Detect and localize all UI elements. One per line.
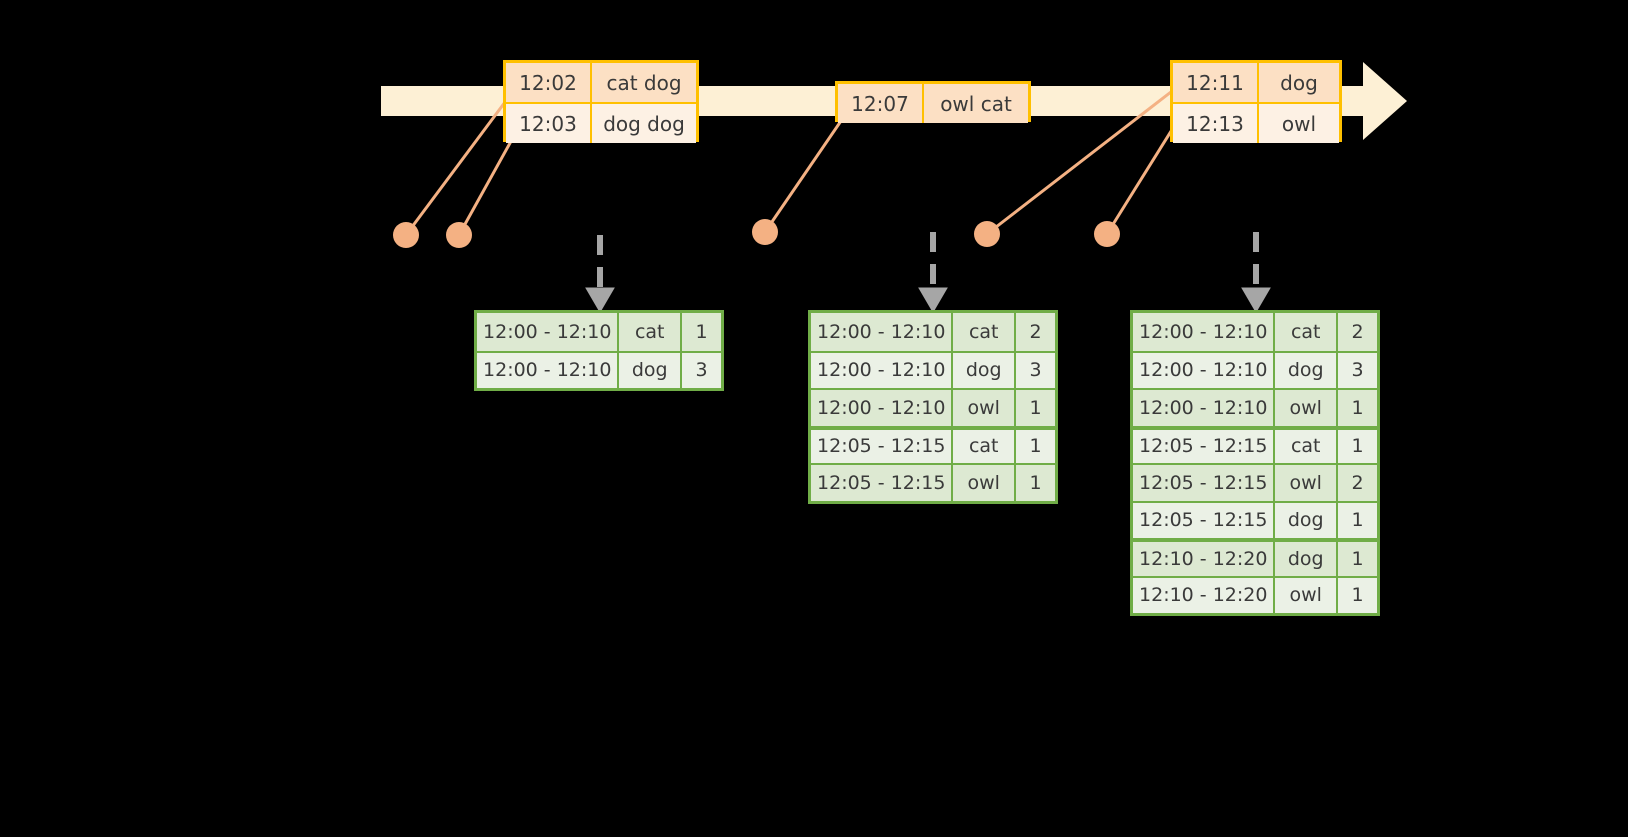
connector-dot-2 bbox=[446, 222, 472, 248]
cell-count: 2 bbox=[1351, 320, 1364, 343]
cell-count: 3 bbox=[695, 359, 708, 382]
cell-window: 12:00 - 12:10 bbox=[477, 352, 620, 388]
cell-count: 1 bbox=[695, 320, 708, 343]
cell-count: 1 bbox=[1351, 396, 1364, 419]
cell-word: dog bbox=[953, 352, 1016, 388]
cell-window: 12:00 - 12:10 bbox=[1133, 313, 1276, 351]
cell-window: 12:00 - 12:10 bbox=[811, 352, 954, 388]
event-time: 12:03 bbox=[506, 104, 592, 143]
cell-window: 12:05 - 12:15 bbox=[1133, 502, 1276, 538]
cell-window: 12:00 - 12:10 bbox=[1133, 390, 1276, 426]
cell-count: 3 bbox=[1351, 359, 1364, 382]
cell-word: owl bbox=[1275, 390, 1338, 426]
event-words: owl cat bbox=[940, 91, 1012, 116]
cell-count: 1 bbox=[1029, 471, 1042, 494]
cell-word: cat bbox=[619, 313, 682, 351]
cell-word: cat bbox=[953, 313, 1016, 351]
cell-count: 1 bbox=[1351, 584, 1364, 607]
cell-window: 12:10 - 12:20 bbox=[1133, 577, 1276, 613]
event-words: dog bbox=[1280, 70, 1318, 95]
cell-count: 1 bbox=[1029, 435, 1042, 458]
event-words: owl bbox=[1281, 111, 1317, 136]
cell-window: 12:05 - 12:15 bbox=[811, 465, 954, 501]
dashed-arrows bbox=[585, 232, 1271, 313]
cell-word: owl bbox=[953, 465, 1016, 501]
cell-word: dog bbox=[619, 352, 682, 388]
dashed-arrow-3 bbox=[1241, 232, 1271, 313]
cell-count: 1 bbox=[1351, 509, 1364, 532]
dashed-arrow-2 bbox=[918, 232, 948, 313]
cell-window: 12:00 - 12:10 bbox=[811, 313, 954, 351]
cell-window: 12:00 - 12:10 bbox=[477, 313, 620, 351]
connector-dot-5 bbox=[1094, 221, 1120, 247]
connector-dot-4 bbox=[974, 221, 1000, 247]
event-row[interactable]: 12:11 dog bbox=[1173, 63, 1339, 102]
event-group-1[interactable]: 12:02 cat dog 12:03 dog dog bbox=[503, 60, 699, 143]
cell-window: 12:05 - 12:15 bbox=[811, 429, 954, 463]
event-row[interactable]: 12:03 dog dog bbox=[506, 102, 696, 143]
cell-count: 1 bbox=[1351, 435, 1364, 458]
cell-window: 12:00 - 12:10 bbox=[1133, 352, 1276, 388]
connector-dot-1 bbox=[393, 222, 419, 248]
cell-count: 1 bbox=[1351, 547, 1364, 570]
cell-count: 2 bbox=[1351, 471, 1364, 494]
connector-dot-3 bbox=[752, 219, 778, 245]
cell-word: cat bbox=[953, 429, 1016, 463]
event-time: 12:07 bbox=[838, 84, 924, 123]
cell-word: dog bbox=[1275, 352, 1338, 388]
dashed-arrow-1 bbox=[585, 235, 615, 313]
cell-word: owl bbox=[1275, 577, 1338, 613]
event-words: cat dog bbox=[606, 70, 682, 95]
cell-word: cat bbox=[1275, 313, 1338, 351]
cell-window: 12:05 - 12:15 bbox=[1133, 429, 1276, 463]
event-time: 12:02 bbox=[506, 63, 592, 102]
cell-word: dog bbox=[1275, 542, 1338, 576]
cell-window: 12:05 - 12:15 bbox=[1133, 465, 1276, 501]
event-group-3[interactable]: 12:11 dog 12:13 owl bbox=[1170, 60, 1342, 143]
cell-word: cat bbox=[1275, 429, 1338, 463]
cell-word: owl bbox=[1275, 465, 1338, 501]
cell-word: dog bbox=[1275, 502, 1338, 538]
cell-window: 12:10 - 12:20 bbox=[1133, 542, 1276, 576]
cell-count: 3 bbox=[1029, 359, 1042, 382]
cell-count: 1 bbox=[1029, 396, 1042, 419]
cell-window: 12:00 - 12:10 bbox=[811, 390, 954, 426]
cell-count: 2 bbox=[1029, 320, 1042, 343]
event-time: 12:11 bbox=[1173, 63, 1259, 102]
event-words: dog dog bbox=[603, 111, 685, 136]
event-time: 12:13 bbox=[1173, 104, 1259, 143]
event-row[interactable]: 12:07 owl cat bbox=[838, 84, 1028, 123]
event-row[interactable]: 12:02 cat dog bbox=[506, 63, 696, 102]
event-group-2[interactable]: 12:07 owl cat bbox=[835, 81, 1031, 123]
connector-dots bbox=[393, 219, 1120, 248]
cell-word: owl bbox=[953, 390, 1016, 426]
event-row[interactable]: 12:13 owl bbox=[1173, 102, 1339, 143]
